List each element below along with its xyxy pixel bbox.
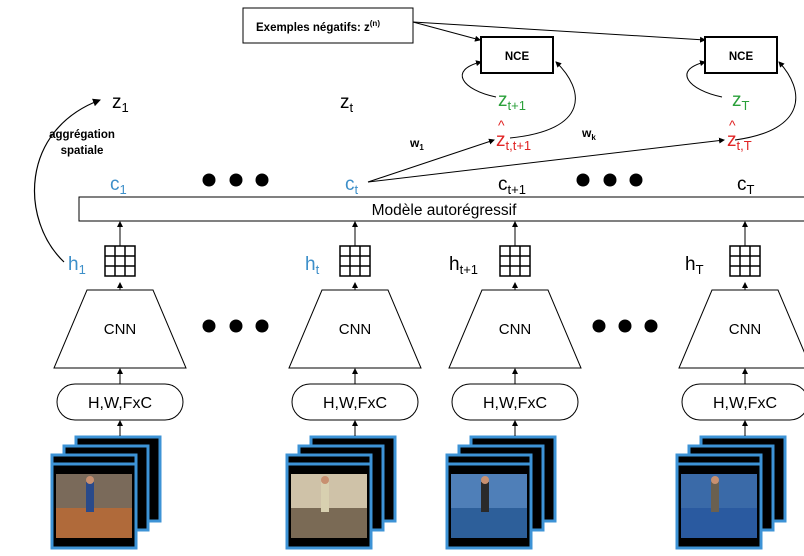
input-shape-label-2: H,W,FxC xyxy=(323,395,387,412)
svg-text:^: ^ xyxy=(498,117,505,133)
cnn-block-4: CNN xyxy=(678,289,804,369)
w-label-1: w1 xyxy=(409,136,424,152)
input-shape-label-1: H,W,FxC xyxy=(88,395,152,412)
nce-box-2: NCE xyxy=(704,36,778,74)
ellipsis-mid-1 xyxy=(202,319,269,333)
z-label-t: zt xyxy=(340,92,354,115)
cnn-label-4: CNN xyxy=(729,321,762,338)
video-frames-1 xyxy=(50,435,162,550)
spatial-agg-line1: aggrégation xyxy=(49,129,115,141)
neg-arrow-1 xyxy=(412,21,481,42)
encoder-column-4: H,W,FxC CNN hT xyxy=(675,221,804,550)
input-shape-box-3: H,W,FxC xyxy=(451,383,579,421)
spatial-agg-arrow xyxy=(33,98,101,263)
cnn-label-2: CNN xyxy=(339,321,372,338)
cnn-block-1: CNN xyxy=(53,289,187,369)
svg-text:zt,T: zt,T xyxy=(727,130,752,153)
encoder-column-3: H,W,FxC CNN ht+1 xyxy=(445,221,582,550)
c-label-T: cT xyxy=(737,174,755,197)
z-hat-t1: ^ zt,t+1 xyxy=(496,117,531,153)
h-label-4: hT xyxy=(685,254,704,277)
input-shape-label-4: H,W,FxC xyxy=(713,395,777,412)
nce-label-1: NCE xyxy=(505,51,530,63)
w-label-k: wk xyxy=(581,126,596,142)
svg-text:Exemples négatifs: z(n): Exemples négatifs: z(n) xyxy=(256,19,380,34)
svg-text:^: ^ xyxy=(729,117,736,133)
cnn-label-3: CNN xyxy=(499,321,532,338)
input-shape-box-2: H,W,FxC xyxy=(291,383,419,421)
h-label-1: h1 xyxy=(68,254,86,277)
nce-box-1: NCE xyxy=(480,36,554,74)
encoder-column-1: H,W,FxC CNN h1 xyxy=(50,221,187,550)
ellipsis-top-1 xyxy=(202,173,269,187)
c-label-t1: ct+1 xyxy=(498,174,526,197)
input-shape-box-4: H,W,FxC xyxy=(681,383,804,421)
video-frames-2 xyxy=(285,435,397,550)
negatives-label: Exemples négatifs: z xyxy=(256,22,370,34)
c-label-t: ct xyxy=(345,174,359,197)
spatial-agg-line2: spatiale xyxy=(61,145,104,157)
predict-arrow-k xyxy=(367,137,725,183)
nce-loop-left-1 xyxy=(461,60,497,98)
feature-grid-1 xyxy=(104,245,136,277)
ellipsis-mid-2 xyxy=(592,319,658,333)
ellipsis-top-2 xyxy=(576,173,643,187)
autoregressive-model-bar: Modèle autorégressif xyxy=(78,196,804,222)
cnn-block-2: CNN xyxy=(288,289,422,369)
z-future-T: zT xyxy=(732,90,750,113)
autoregressive-label: Modèle autorégressif xyxy=(372,202,517,219)
cnn-label-1: CNN xyxy=(104,321,137,338)
negatives-box: Exemples négatifs: z(n) xyxy=(242,7,414,44)
encoder-column-2: H,W,FxC CNN ht xyxy=(285,221,422,550)
predict-arrow-1 xyxy=(367,138,495,183)
input-shape-label-3: H,W,FxC xyxy=(483,395,547,412)
feature-grid-3 xyxy=(499,245,531,277)
nce-loop-left-2 xyxy=(686,60,723,98)
feature-grid-4 xyxy=(729,245,761,277)
z-future-t1: zt+1 xyxy=(498,90,526,113)
z-label-1: z1 xyxy=(112,92,129,115)
feature-grid-2 xyxy=(339,245,371,277)
nce-label-2: NCE xyxy=(729,51,754,63)
nce-loop-right-1 xyxy=(509,61,576,139)
h-label-2: ht xyxy=(305,254,320,277)
columns: H,W,FxCCNNh1H,W,FxCCNNhtH,W,FxCCNNht+1H,… xyxy=(50,221,804,550)
input-shape-box-1: H,W,FxC xyxy=(56,383,184,421)
c-label-1: c1 xyxy=(110,174,127,197)
neg-arrow-2 xyxy=(412,21,706,43)
video-frames-3 xyxy=(445,435,557,550)
negatives-sup: (n) xyxy=(370,19,381,28)
nce-loop-right-2 xyxy=(734,61,797,141)
z-hat-T: ^ zt,T xyxy=(727,117,752,153)
cnn-block-3: CNN xyxy=(448,289,582,369)
video-frames-4 xyxy=(675,435,787,550)
svg-text:zt,t+1: zt,t+1 xyxy=(496,130,531,153)
h-label-3: ht+1 xyxy=(449,254,478,277)
